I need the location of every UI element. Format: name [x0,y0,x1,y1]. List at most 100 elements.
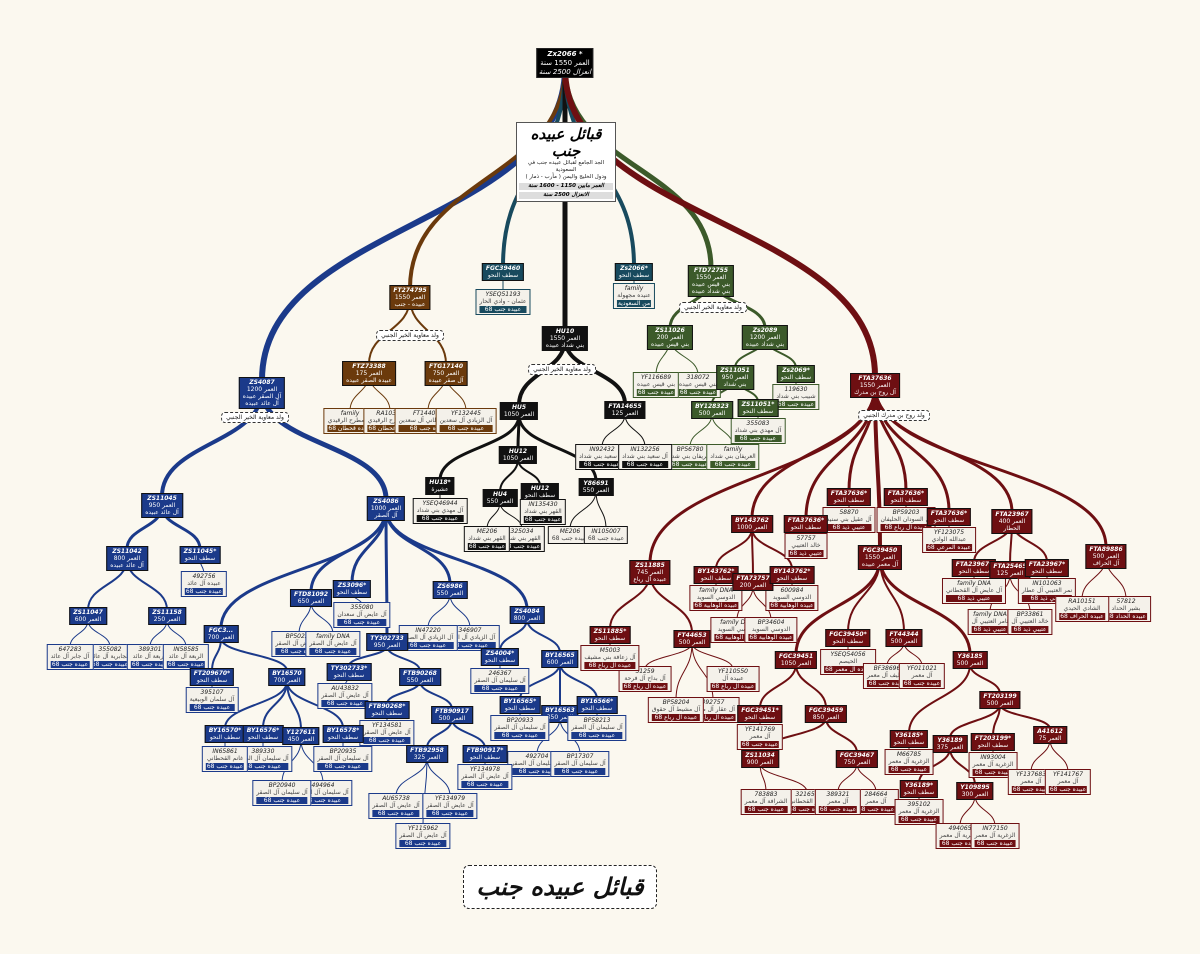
node-l1: العمر 800 [513,615,541,622]
node-l1: الربعة آل عائد [168,653,204,660]
node-id: YSEQ54056 [830,651,866,658]
node-l2: عبيده جنب 68 [90,661,130,668]
haplogroup-node-zs2069: Zs2069*سطف النحو [776,365,816,383]
node-id: FTA23967* [1028,561,1066,568]
node-id: BP59203 [892,509,920,516]
branch-label: ولد معاوية الخير الجنبي [528,364,596,375]
node-l1: العمر 500 [438,715,466,722]
root-split: انعزال 2500 سنة [538,68,592,77]
node-l1: الدوسي السويد [696,594,736,601]
node-id: FTA23967 [995,511,1029,518]
node-id: family DNA [316,633,350,640]
node-l1: العمر 950 [373,642,401,649]
node-l2: آل روح بن مدرك [854,389,896,396]
node-id: ZS11042 [112,548,142,555]
node-l2: عبيده جنب 68 [939,840,981,847]
node-id: ZS4004* [485,650,515,657]
node-l1: العمر 1050 [780,660,812,667]
node-id: 494065 [948,825,972,832]
node-id: FTB90268 [403,670,437,677]
node-l1: سطف النحو [209,734,241,741]
node-id: Y127611 [286,729,316,736]
tree-edge [224,680,288,729]
node-id: RA10151 [1068,598,1096,605]
node-l1: العمر 745 [636,569,664,576]
node-l1: سطف النحو [903,789,935,796]
node-l1: آل معمر [1020,778,1042,785]
node-id: BP56780 [676,446,704,453]
tree-edge [449,593,471,629]
node-id: AU65738 [382,795,410,802]
node-l2: آل الصقر [374,512,398,519]
node-l2: بني شداد عبيده [745,341,785,348]
node-l1: سطف النحو [833,497,865,504]
node-l1: آل معمر [911,672,933,679]
node-id: BY16578* [326,727,360,734]
haplogroup-node-ft209670: FT209670*سطف النحو [189,668,235,686]
node-id: FTA23967* [955,561,993,568]
node-l1: خالد العتيبي آل [1011,618,1049,625]
node-id: 492757 [701,699,725,706]
node-l1: العمر 450 [287,736,315,743]
node-l1: العريفان بني شداد [710,453,756,460]
node-l1: سطف النحو [780,374,812,381]
node-id: BY128323 [695,403,729,410]
node-l1: العمر 750 [432,370,460,377]
node-l2: عبيده جنب 68 [866,680,908,687]
node-l1: العمر 1550 [864,554,896,561]
node-l2: آل عائد عبيده [145,509,179,516]
node-l1: آل معمر [749,733,771,740]
node-id: BP58213 [583,717,611,724]
node-id: ME206 [476,528,498,535]
node-l1: عبيده جنب 68 [587,535,625,542]
node-l1: آل سلمان الوبيعية [189,696,235,703]
center-title: قبائل عبيده جنب [530,125,602,160]
tree-edge [759,663,797,709]
node-l1: العمر 500 [956,660,984,667]
node-id: BY16563 [545,707,575,714]
center-desc-2: ودول الخليج واليمن ( مأرب - ذمار ) [525,174,607,180]
node-l1: سطف النحو [742,408,774,415]
node-l1: عثمان - وادي الحار [479,298,527,305]
node-l1: العمر 125 [611,410,639,417]
node-id: M66785 [896,751,922,758]
node-l2: عبيده جنب 68 [776,401,816,408]
node-l1: الزغرية آل معمر [974,832,1016,839]
node-l2: عبيده جنب 68 [426,810,474,817]
node-id: FTB90917* [466,747,504,754]
haplogroup-node-by143762b: BY143762*سطف النحو [693,566,739,584]
node-l1: العمر 1050 [503,411,535,418]
haplogroup-node-fgc3: FGC3...العمر 700 [203,625,239,643]
node-l2: عبيده جنب 68 [275,648,323,655]
node-id: 389321 [826,791,850,798]
node-l1: آل جابر آل عائد [50,653,90,660]
tree-edge [262,680,288,729]
haplogroup-node-ty302733b: TY302733*سطف النحو [326,663,372,681]
node-id: IN92432 [589,446,615,453]
node-id: YF116689 [640,374,672,381]
node-l2: عبيده جنب 68 [888,766,930,773]
node-l1: بشير الحداد [1111,605,1141,612]
node-id: 395107 [200,689,224,696]
node-l2: عبيده الوهابية 68 [714,634,760,641]
node-id: Y36185 [957,653,983,660]
node-id: Y36189 [937,737,963,744]
node-l1: عبيده آل عائد [187,580,221,587]
node-l1: العمر 375 [936,744,964,751]
node-l2: عبيده آل رباع 68 [584,662,636,669]
node-l1: العمر 1000 [736,524,768,531]
node-l1: سطف النحو [469,754,501,761]
node-id: IN93004 [980,754,1006,761]
node-l1: آل سليمان آل الصقر [511,760,563,767]
